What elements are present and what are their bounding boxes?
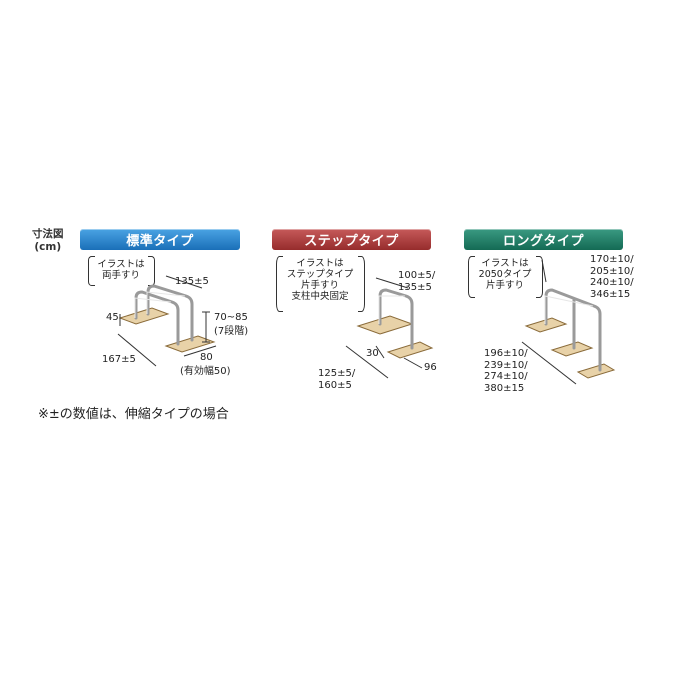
dim-height-note: (7段階) (214, 326, 249, 337)
note-bracket-right (536, 256, 543, 298)
handrail-highlight (378, 295, 405, 324)
base-plate (550, 341, 594, 357)
dim-depth: 167±5 (102, 354, 136, 365)
long-depth-values: 196±10/ 239±10/ 274±10/ 380±15 (484, 348, 528, 394)
handrail-frame (134, 284, 194, 346)
note-bracket-left (468, 256, 475, 298)
standard-type-diagram: イラストは 両手すり 135±5 70~85 (7段階) 45 167±5 80 (80, 252, 250, 382)
note-line: イラストは (97, 259, 145, 270)
dim-base-note: (有効幅50) (180, 366, 231, 377)
dim-base-width: 30 (366, 348, 379, 359)
standard-type-header-label: 標準タイプ (126, 234, 194, 249)
base-plate (164, 335, 216, 353)
step-illustration-note: イラストは ステップタイプ 片手すり 支柱中央固定 (281, 258, 359, 302)
long-type-header-label: ロングタイプ (502, 234, 584, 249)
step-type-diagram: イラストは ステップタイプ 片手すり 支柱中央固定 100±5/ 135±5 3… (272, 252, 442, 402)
note-bracket-left (276, 256, 283, 312)
step-type-header: ステップタイプ (272, 229, 431, 250)
dim-base: 80 (200, 352, 213, 363)
dim-depth-1: 125±5/ (318, 368, 356, 379)
standard-illustration-note: イラストは 両手すり (94, 259, 148, 281)
note-line: 片手すり (300, 280, 339, 291)
note-line: ステップタイプ (286, 269, 354, 280)
dimension-lines (345, 277, 423, 379)
dim-depth-option: 380±15 (484, 382, 525, 394)
dim-base-depth: 96 (424, 362, 437, 373)
dim-depth-2: 160±5 (318, 380, 352, 391)
handrail-frame (378, 288, 414, 350)
legend-unit: (cm) (34, 241, 62, 253)
base-plate (356, 315, 414, 335)
dim-width-option: 170±10/ (590, 254, 634, 265)
note-line: イラストは (296, 258, 344, 269)
note-line: イラストは (481, 258, 529, 269)
handrail-highlight (134, 291, 186, 318)
dim-left: 45 (106, 312, 119, 323)
note-line: 2050タイプ (478, 269, 532, 280)
step-handrail-illustration (345, 277, 434, 379)
handrail-highlight (544, 295, 594, 324)
dimension-lines (521, 259, 577, 385)
note-bracket-left (88, 256, 95, 286)
dimension-lines (117, 275, 217, 367)
dim-width-option: 205±10/ (590, 265, 634, 277)
dim-width-2: 135±5 (398, 282, 432, 293)
note-bracket-right (358, 256, 365, 312)
handrail-frame (544, 288, 602, 372)
dimension-legend: 寸法図 (cm) (32, 228, 64, 254)
note-line: 両手すり (101, 270, 140, 281)
long-type-header: ロングタイプ (464, 229, 623, 250)
dim-width-1: 100±5/ (398, 270, 436, 281)
dim-depth-option: 239±10/ (484, 359, 528, 371)
dim-height: 70~85 (214, 312, 248, 323)
base-plate (386, 341, 434, 359)
long-illustration-note: イラストは 2050タイプ 片手すり (473, 258, 537, 291)
long-width-values: 170±10/ 205±10/ 240±10/ 346±15 (590, 254, 634, 300)
dim-depth-option: 196±10/ (484, 348, 528, 359)
dim-width-option: 346±15 (590, 288, 631, 300)
base-plate (576, 363, 616, 379)
dim-width-option: 240±10/ (590, 277, 634, 288)
base-plate (118, 307, 170, 325)
long-handrail-illustration (521, 259, 616, 385)
dim-width: 135±5 (175, 276, 209, 287)
note-line: 支柱中央固定 (291, 291, 349, 302)
dim-depth-option: 274±10/ (484, 371, 528, 382)
standard-type-header: 標準タイプ (80, 229, 240, 250)
step-type-header-label: ステップタイプ (304, 234, 399, 249)
long-type-diagram: イラストは 2050タイプ 片手すり 170±10/ 205±10/ 240±1… (464, 252, 644, 402)
footnote: ※±の数値は、伸縮タイプの場合 (38, 407, 229, 422)
legend-title: 寸法図 (32, 228, 64, 240)
standard-handrail-illustration (117, 275, 217, 367)
note-line: 片手すり (485, 280, 524, 291)
